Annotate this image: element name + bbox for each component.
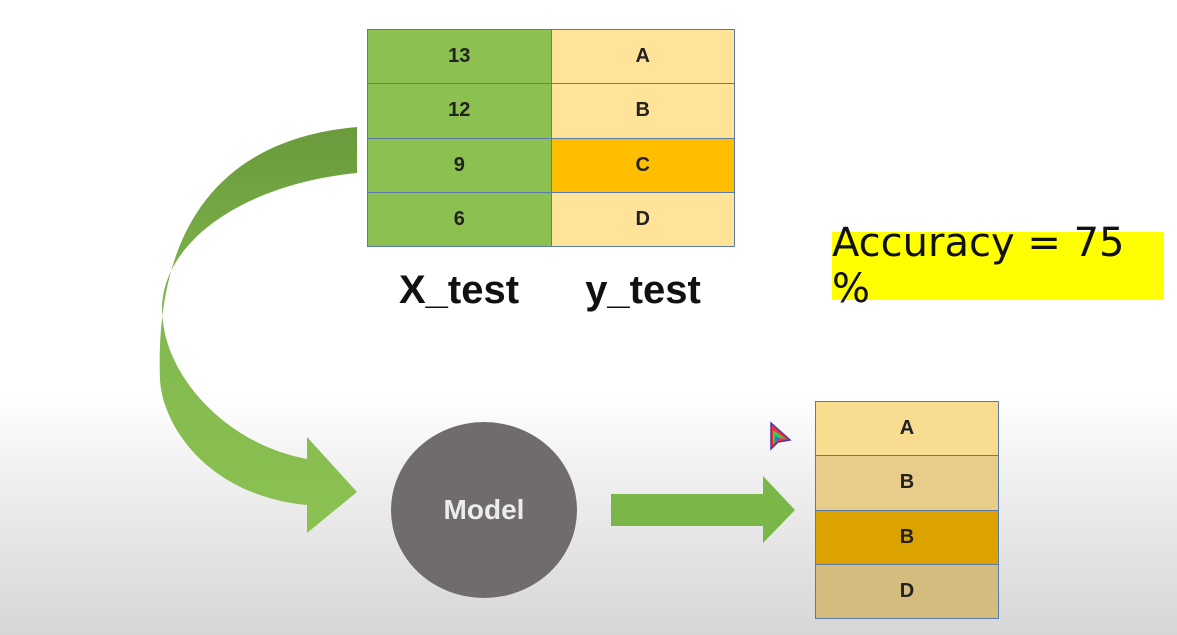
x-test-cell: 13 — [367, 28, 552, 85]
table-row: 13 A — [367, 28, 735, 85]
table-row: 12 B — [367, 83, 735, 139]
curved-flow-arrow-icon — [159, 127, 357, 533]
table-row: B — [815, 509, 999, 565]
prediction-table: A B B D — [815, 400, 999, 620]
y-test-cell-highlighted: C — [550, 137, 735, 193]
table-row: B — [815, 455, 999, 511]
prediction-cell: A — [815, 400, 999, 457]
accuracy-box: Accuracy = 75 % — [832, 220, 1164, 312]
y-test-cell: A — [550, 28, 735, 85]
x-test-cell: 9 — [367, 137, 552, 193]
table-row: 9 C — [367, 137, 735, 193]
x-test-cell: 12 — [367, 83, 552, 139]
y-test-label: y_test — [585, 268, 701, 312]
y-test-cell: B — [550, 83, 735, 139]
cursor-icon — [770, 421, 792, 451]
y-test-cell: D — [550, 191, 735, 248]
x-test-cell: 6 — [367, 191, 552, 248]
right-arrow-icon — [611, 476, 795, 543]
prediction-cell-highlighted: B — [815, 509, 999, 565]
model-label: Model — [443, 494, 525, 525]
table-row: A — [815, 400, 999, 457]
model-circle: Model — [391, 422, 577, 598]
table-row: D — [815, 563, 999, 620]
table-row: 6 D — [367, 191, 735, 248]
x-test-label: X_test — [398, 268, 520, 312]
prediction-cell: D — [815, 563, 999, 620]
prediction-cell: B — [815, 455, 999, 511]
test-data-table: 13 A 12 B 9 C 6 D — [367, 28, 735, 248]
